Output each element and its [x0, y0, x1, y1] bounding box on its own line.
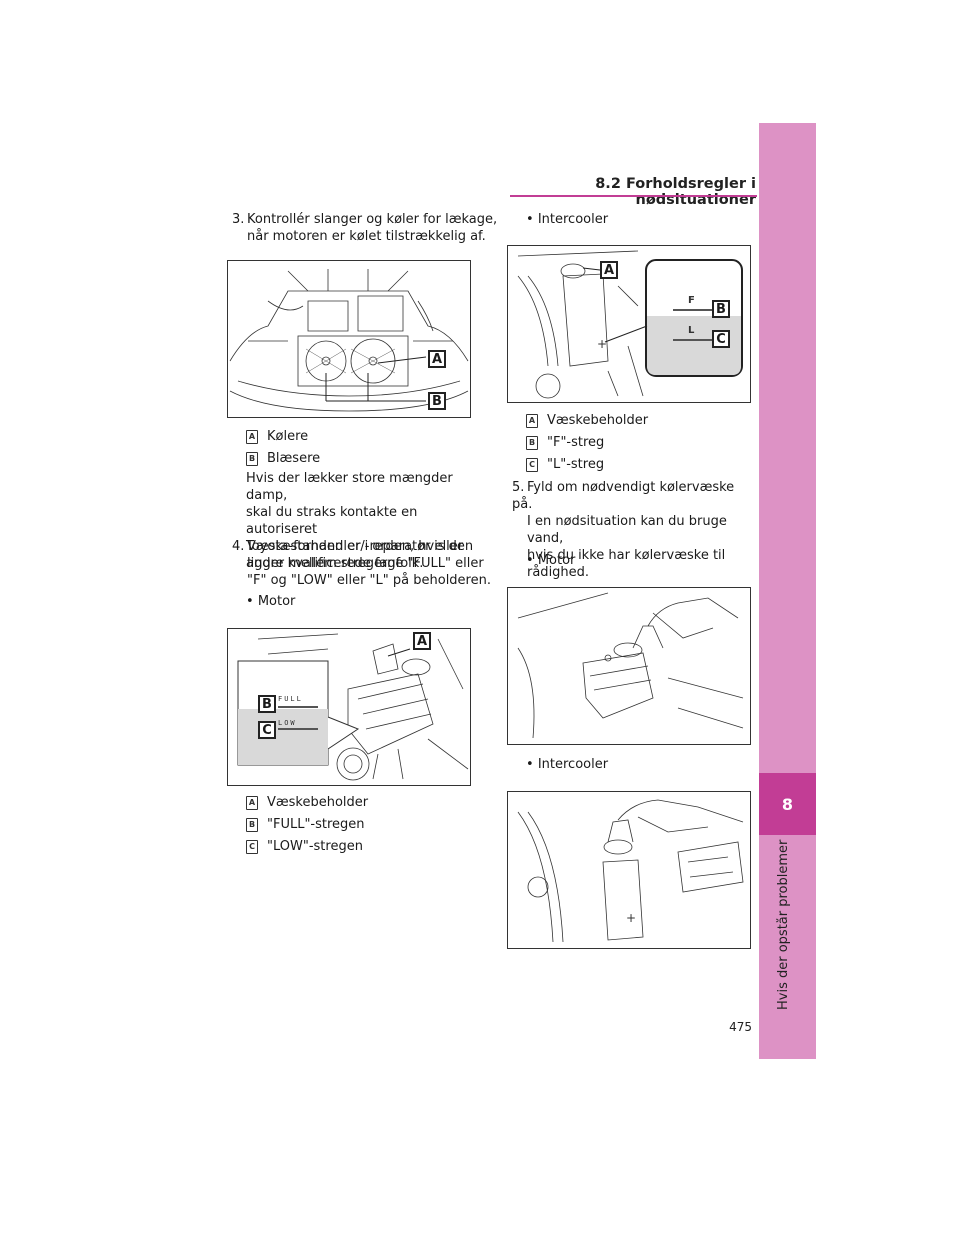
- plus-mark: +: [597, 337, 607, 351]
- tag-b: B: [246, 817, 258, 832]
- fig3-label-c: C "L"-streg: [526, 456, 604, 473]
- fig2-label-c-text: "LOW"-stregen: [267, 839, 363, 854]
- tag-a: A: [246, 429, 258, 444]
- figure-fill-motor: [507, 587, 751, 745]
- fig2-label-c: C "LOW"-stregen: [246, 838, 363, 855]
- full-mark: FULL: [278, 695, 303, 703]
- fig2-label-a-text: Væskebeholder: [267, 795, 369, 810]
- step-4-line1: Væskestanden er i orden, hvis den: [247, 539, 474, 554]
- step-5-sub2: hvis du ikke har kølervæske til: [527, 548, 726, 563]
- note-line: skal du straks kontakte en autoriseret: [246, 505, 418, 537]
- step-5-line1: Fyld om nødvendigt kølervæske på.: [512, 480, 735, 512]
- bullet-intercooler: Intercooler: [526, 211, 608, 228]
- f-mark: F: [688, 295, 695, 306]
- intercooler-reservoir-illustration: + F L: [517, 250, 743, 399]
- figure-intercooler-reservoir: + F L A B C: [507, 245, 751, 403]
- fig1-label-b: B Blæsere: [246, 450, 320, 467]
- fig2-label-b-text: "FULL"-stregen: [267, 817, 365, 832]
- engine-bay-illustration: [229, 269, 469, 412]
- bullet-motor: Motor: [246, 593, 296, 610]
- tag-c: C: [246, 839, 258, 854]
- bullet-intercooler-fill: Intercooler: [526, 756, 608, 773]
- callout-c: C: [712, 330, 730, 348]
- figure-motor-reservoir: FULL LOW A B C: [227, 628, 471, 786]
- step-3-line1: Kontrollér slanger og køler for lækage,: [247, 212, 498, 227]
- note-line: Toyota-forhandler/-reparatør eller: [246, 539, 464, 554]
- fill-motor-illustration: [517, 592, 744, 739]
- fig3-label-a-text: Væskebeholder: [547, 413, 649, 428]
- step-5-sub1: I en nødsituation kan du bruge vand,: [527, 514, 727, 546]
- fig2-label-b: B "FULL"-stregen: [246, 816, 365, 833]
- fig1-label-b-text: Blæsere: [267, 451, 321, 466]
- tag-b: B: [526, 435, 538, 450]
- fig3-label-b: B "F"-streg: [526, 434, 604, 451]
- callout-b: B: [258, 695, 276, 713]
- low-mark: LOW: [278, 719, 297, 727]
- step-4: 4.Væskestanden er i orden, hvis den ligg…: [232, 538, 502, 589]
- callout-a: A: [413, 632, 431, 650]
- step-3: 3.Kontrollér slanger og køler for lækage…: [232, 211, 502, 245]
- fig3-label-a: A Væskebeholder: [526, 412, 648, 429]
- figure-fill-intercooler: +: [507, 791, 751, 949]
- step-5: 5.Fyld om nødvendigt kølervæske på. I en…: [512, 479, 757, 581]
- page-number: 475: [729, 1020, 752, 1034]
- tag-c: C: [526, 457, 538, 472]
- callout-b: B: [428, 392, 446, 410]
- fig1-label-a: A Kølere: [246, 428, 308, 445]
- fig3-label-c-text: "L"-streg: [547, 457, 605, 472]
- tag-b: B: [246, 451, 258, 466]
- step-4-line2: ligger mellem stregerne "FULL" eller: [247, 556, 484, 571]
- fig1-label-a-text: Kølere: [267, 429, 309, 444]
- callout-a: A: [428, 350, 446, 368]
- note-line: andre kvalificerede fagfolk.: [246, 556, 424, 571]
- plus-mark: +: [626, 911, 636, 925]
- fig3-label-b-text: "F"-streg: [547, 435, 605, 450]
- l-mark: L: [688, 325, 695, 336]
- callout-c: C: [258, 721, 276, 739]
- leak-note: Hvis der lækker store mængder damp, skal…: [246, 470, 486, 572]
- chapter-title-vertical: Hvis der opstår problemer: [776, 839, 791, 1010]
- callout-a: A: [600, 261, 618, 279]
- step-4-line3: "F" og "LOW" eller "L" på beholderen.: [247, 573, 491, 588]
- callout-b: B: [712, 300, 730, 318]
- section-header-title: 8.2 Forholdsregler i nødsituationer: [595, 176, 756, 208]
- chapter-number: 8: [759, 773, 816, 835]
- step-3-line2: når motoren er kølet tilstrækkelig af.: [247, 229, 486, 244]
- fill-intercooler-illustration: +: [517, 799, 744, 943]
- step-5-number: 5.: [512, 480, 525, 495]
- note-line: Hvis der lækker store mængder damp,: [246, 471, 453, 503]
- figure-engine-bay-radiator: A B: [227, 260, 471, 418]
- header-rule: [510, 195, 757, 197]
- tag-a: A: [526, 413, 538, 428]
- bullet-motor-fill: Motor: [526, 552, 576, 569]
- step-3-number: 3.: [232, 212, 245, 227]
- tag-a: A: [246, 795, 258, 810]
- chapter-side-tab: [759, 123, 816, 1059]
- step-4-number: 4.: [232, 539, 245, 554]
- fig2-label-a: A Væskebeholder: [246, 794, 368, 811]
